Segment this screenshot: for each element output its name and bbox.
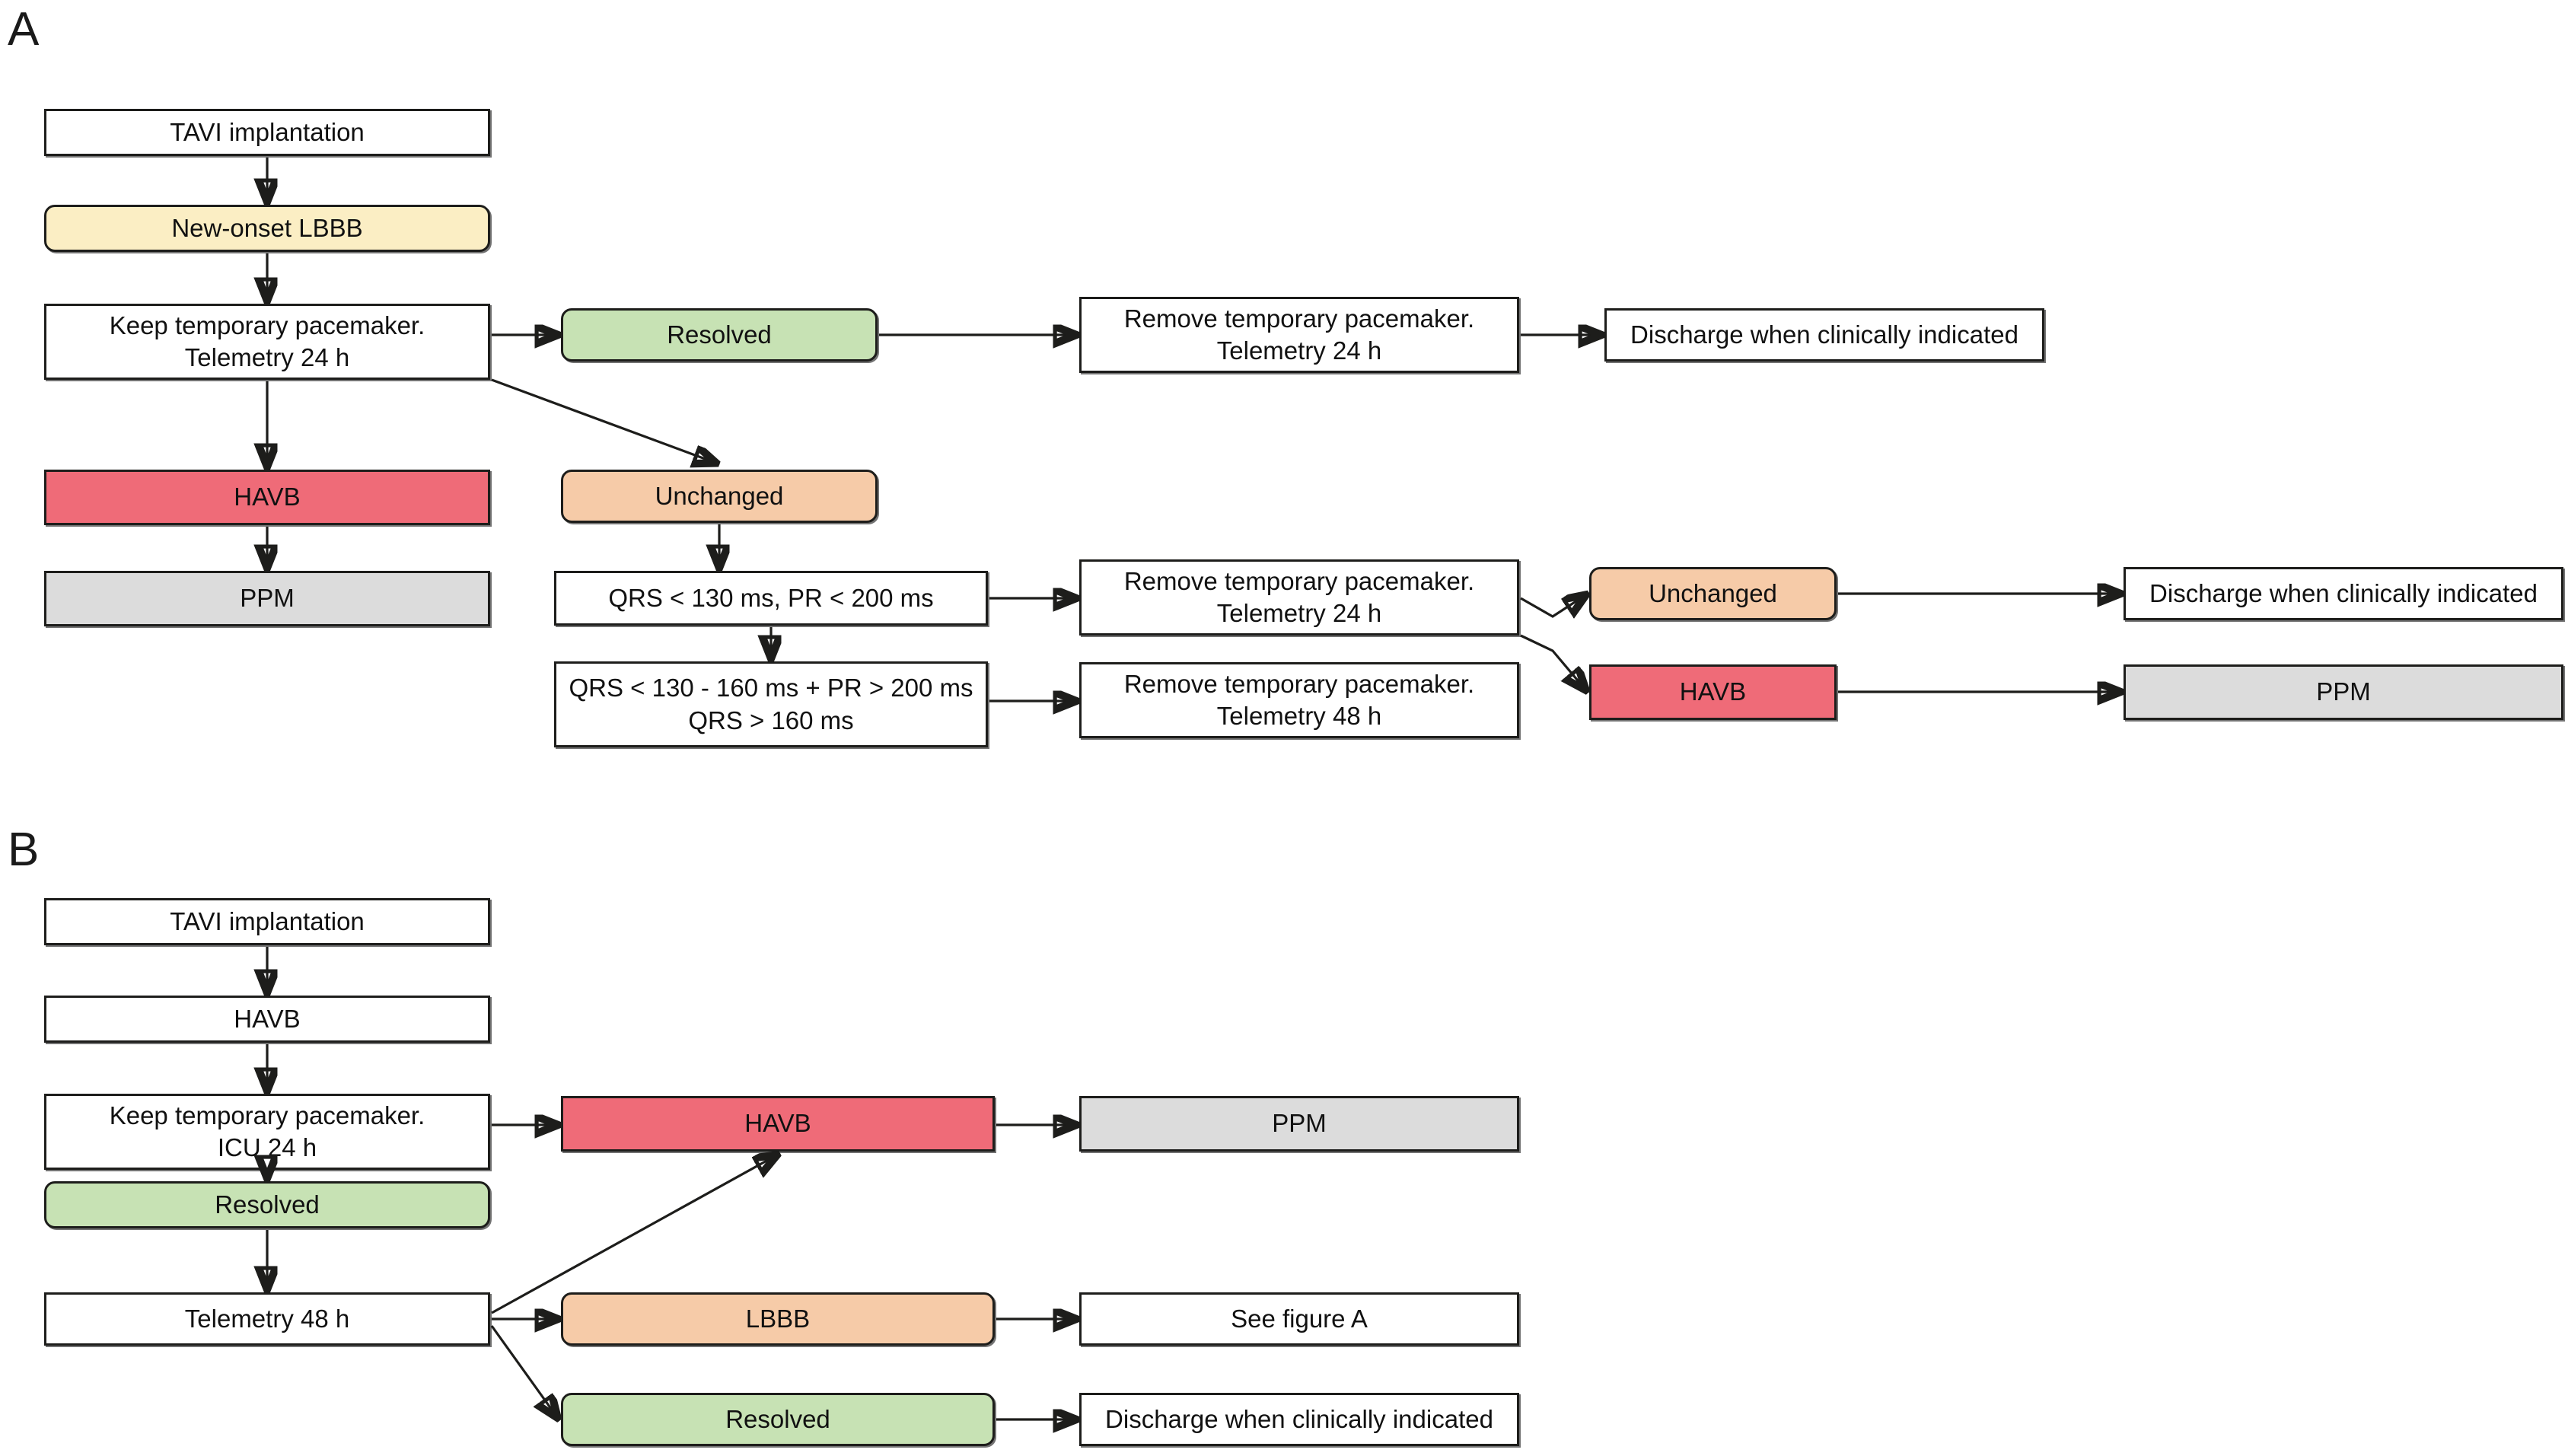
node-label-line-1: Remove temporary pacemaker. <box>1123 304 1475 333</box>
node-b-telemetry-48: Telemetry 48 h <box>44 1292 490 1346</box>
arrow-a-remove-to-unchanged-right <box>1520 595 1585 616</box>
node-label: Unchanged <box>655 481 784 510</box>
node-a-discharge-top: Discharge when clinically indicated <box>1604 308 2044 362</box>
node-a-tavi-implantation: TAVI implantation <box>44 109 490 156</box>
node-label: QRS < 130 ms, PR < 200 ms <box>608 583 934 612</box>
node-a-resolved: Resolved <box>561 308 878 362</box>
node-label: HAVB <box>234 1004 301 1033</box>
node-a-discharge-right: Discharge when clinically indicated <box>2124 567 2563 620</box>
node-label-line-1: Remove temporary pacemaker. <box>1123 669 1475 698</box>
node-b-see-figure-a: See figure A <box>1079 1292 1519 1346</box>
arrow-b-telemetry-to-havb-branch <box>491 1155 776 1314</box>
node-label: Discharge when clinically indicated <box>1630 320 2018 349</box>
node-b-ppm: PPM <box>1079 1096 1519 1152</box>
node-label: See figure A <box>1231 1304 1368 1333</box>
node-a-remove-tpm-telemetry-24-mid: Remove temporary pacemaker. Telemetry 24… <box>1079 559 1519 636</box>
node-b-havb-top: HAVB <box>44 996 490 1043</box>
node-label: PPM <box>1272 1109 1327 1138</box>
node-b-discharge: Discharge when clinically indicated <box>1079 1393 1519 1446</box>
node-a-qrs-narrow: QRS < 130 ms, PR < 200 ms <box>554 571 988 626</box>
node-a-keep-temporary-pacemaker: Keep temporary pacemaker. Telemetry 24 h <box>44 304 490 380</box>
node-label: New-onset LBBB <box>171 213 363 242</box>
node-label-line-1: Remove temporary pacemaker. <box>1123 566 1475 595</box>
node-label: Discharge when clinically indicated <box>1105 1404 1493 1433</box>
node-b-resolved-branch: Resolved <box>561 1393 995 1446</box>
node-a-havb: HAVB <box>44 470 490 525</box>
node-label-line-2: Telemetry 24 h <box>184 343 350 371</box>
panel-b-letter: B <box>8 824 40 876</box>
node-label-line-1: Keep temporary pacemaker. <box>109 1101 425 1129</box>
node-label-line-2: Telemetry 48 h <box>1216 702 1382 730</box>
node-a-new-onset-lbbb: New-onset LBBB <box>44 205 490 252</box>
node-label: PPM <box>2316 677 2371 706</box>
node-label-line-2: Telemetry 24 h <box>1216 599 1382 627</box>
node-label-line-1: Keep temporary pacemaker. <box>109 311 425 339</box>
panel-a-letter: A <box>8 3 40 56</box>
node-label: HAVB <box>234 483 301 511</box>
node-a-ppm: PPM <box>44 571 490 626</box>
node-a-unchanged: Unchanged <box>561 470 878 523</box>
arrow-a-remove-to-havb-right <box>1520 634 1585 690</box>
node-label: HAVB <box>744 1109 811 1138</box>
node-a-unchanged-right: Unchanged <box>1589 567 1837 620</box>
node-a-ppm-right: PPM <box>2124 664 2563 720</box>
node-label: HAVB <box>1679 677 1747 706</box>
node-label: Resolved <box>215 1190 320 1219</box>
node-label: LBBB <box>745 1304 811 1333</box>
node-a-remove-tpm-telemetry-48: Remove temporary pacemaker. Telemetry 48… <box>1079 662 1519 738</box>
node-label: Resolved <box>667 320 772 349</box>
node-b-keep-temporary-pacemaker: Keep temporary pacemaker. ICU 24 h <box>44 1094 490 1170</box>
node-label-line-1: QRS < 130 - 160 ms + PR > 200 ms <box>569 674 973 703</box>
node-label-line-2: Telemetry 24 h <box>1216 336 1382 365</box>
node-label-line-2: QRS > 160 ms <box>688 706 854 734</box>
arrow-b-telemetry-to-resolved-branch <box>490 1325 557 1417</box>
arrow-a-keep-to-unchanged <box>491 378 715 463</box>
node-label: PPM <box>240 584 295 613</box>
node-label: Discharge when clinically indicated <box>2149 578 2538 607</box>
node-a-remove-tpm-telemetry-24-top: Remove temporary pacemaker. Telemetry 24… <box>1079 297 1519 373</box>
node-label-line-2: ICU 24 h <box>217 1133 317 1161</box>
node-label: Unchanged <box>1649 578 1777 607</box>
node-b-lbbb-branch: LBBB <box>561 1292 995 1346</box>
node-label: Telemetry 48 h <box>184 1304 350 1333</box>
node-label: TAVI implantation <box>170 117 365 146</box>
node-b-resolved: Resolved <box>44 1181 490 1228</box>
node-a-qrs-wide: QRS < 130 - 160 ms + PR > 200 ms QRS > 1… <box>554 661 988 747</box>
node-label: TAVI implantation <box>170 906 365 935</box>
node-b-havb-branch: HAVB <box>561 1096 995 1152</box>
node-a-havb-right: HAVB <box>1589 664 1837 720</box>
node-label: Resolved <box>725 1404 830 1433</box>
node-b-tavi-implantation: TAVI implantation <box>44 898 490 945</box>
